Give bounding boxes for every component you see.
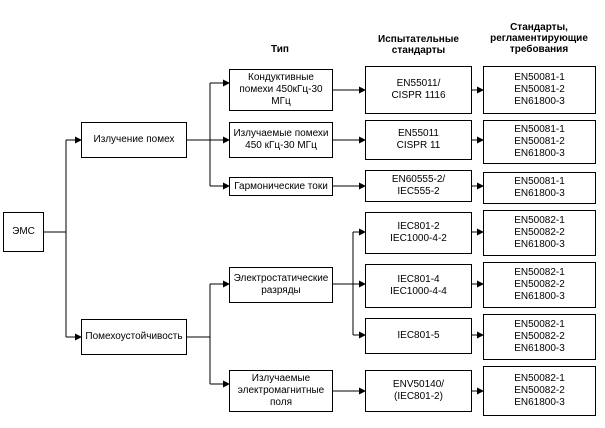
req-standard-box-3: EN50081-1 EN61800-3 (483, 172, 596, 204)
header-test-standards: Испытательные стандарты (378, 34, 459, 56)
req-standard-box-1: EN50081-1 EN50081-2 EN61800-3 (483, 66, 596, 114)
type-harmonic-box: Гармонические токи (229, 177, 333, 196)
test-standard-box-2: EN55011 CISPR 11 (365, 120, 472, 160)
req-standard-box-7: EN50082-1 EN50082-2 EN61800-3 (483, 366, 596, 416)
emission-box: Излучение помех (81, 122, 187, 158)
req-standard-box-2: EN50081-1 EN50081-2 EN61800-3 (483, 120, 596, 164)
req-standard-box-4: EN50082-1 EN50082-2 EN61800-3 (483, 210, 596, 256)
req-standard-box-5: EN50082-1 EN50082-2 EN61800-3 (483, 262, 596, 308)
test-standard-box-6: IEC801-5 (365, 318, 472, 354)
test-standard-box-1: EN55011/ CISPR 1116 (365, 66, 472, 114)
type-esd-box: Электростатические разряды (229, 267, 333, 303)
header-type: Тип (271, 44, 289, 55)
type-conducted-box: Кондуктивные помехи 450кГц-30 МГц (229, 69, 333, 111)
test-standard-box-4: IEC801-2 IEC1000-4-2 (365, 212, 472, 254)
type-radiated-box: Излучаемые помехи 450 кГц-30 МГц (229, 122, 333, 158)
test-standard-box-5: IEC801-4 IEC1000-4-4 (365, 264, 472, 308)
req-standard-box-6: EN50082-1 EN50082-2 EN61800-3 (483, 314, 596, 360)
header-requirement-standards: Стандарты, регламентирующие требования (490, 22, 588, 55)
test-standard-box-3: EN60555-2/ IEC555-2 (365, 170, 472, 202)
immunity-box: Помехоустойчивость (81, 319, 187, 355)
emc-root-box: ЭМС (3, 212, 44, 252)
type-em-field-box: Излучаемые электромагнитные поля (229, 370, 333, 412)
test-standard-box-7: ENV50140/ (IEC801-2) (365, 370, 472, 412)
